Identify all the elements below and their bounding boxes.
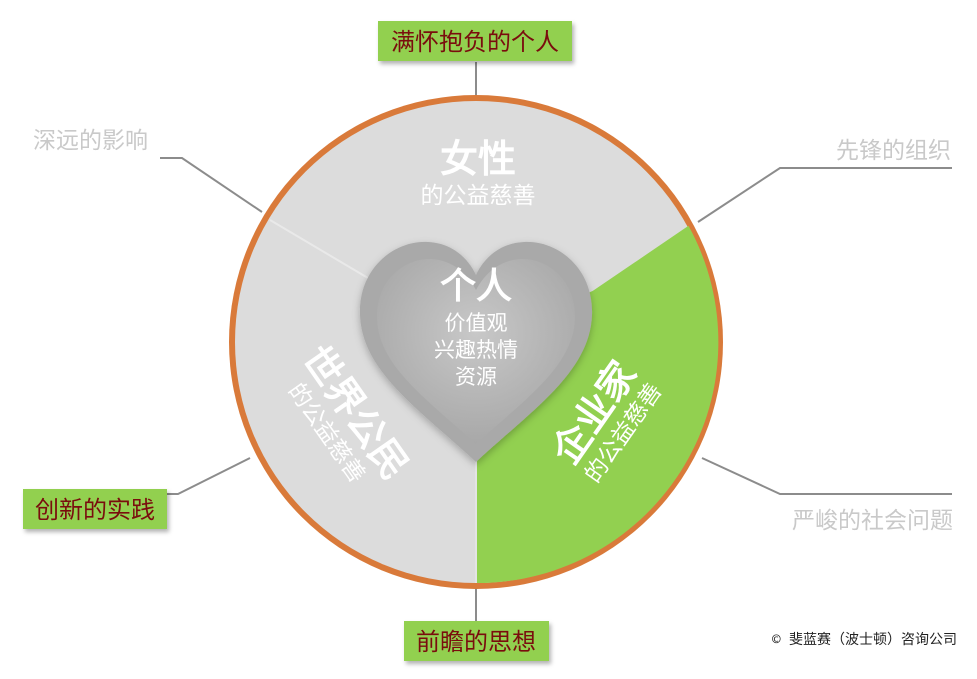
tag-bottom-text: 前瞻的思想 [416, 628, 536, 656]
tag-left-box [23, 489, 167, 529]
heart-line-passion: 兴趣热情 [434, 338, 518, 362]
heart-title: 个人 [440, 266, 512, 307]
connector-bottom-right [701, 457, 952, 495]
connector-lines [160, 62, 952, 622]
tag-top-text: 满怀抱负的个人 [391, 28, 559, 56]
heart [359, 241, 593, 462]
label-top-right: 先锋的组织 [836, 138, 951, 164]
segment-women-label: 女性 的公益慈善 [421, 137, 536, 209]
label-top-left: 深远的影响 [33, 128, 148, 154]
tag-top-box [378, 21, 572, 61]
tag-left: 创新的实践 [23, 489, 167, 529]
segment-women-subtitle: 的公益慈善 [421, 183, 536, 209]
connector-top-right [697, 167, 952, 223]
heart-text: 个人 价值观 兴趣热情 资源 [434, 266, 518, 389]
connector-top-left [160, 157, 263, 213]
copyright-text: © 斐蓝赛（波士顿）咨询公司 [772, 632, 957, 648]
tag-bottom: 前瞻的思想 [404, 621, 549, 661]
heart-inner [376, 258, 576, 444]
segment-women-title: 女性 [440, 137, 516, 181]
heart-line-resources: 资源 [455, 365, 497, 389]
tag-left-text: 创新的实践 [35, 496, 155, 524]
tag-top: 满怀抱负的个人 [378, 21, 572, 61]
tag-bottom-box [404, 621, 549, 661]
connector-left [166, 457, 251, 495]
heart-line-values: 价值观 [445, 311, 508, 335]
label-bottom-right: 严峻的社会问题 [792, 508, 953, 534]
segment-entrepreneur [476, 225, 719, 584]
